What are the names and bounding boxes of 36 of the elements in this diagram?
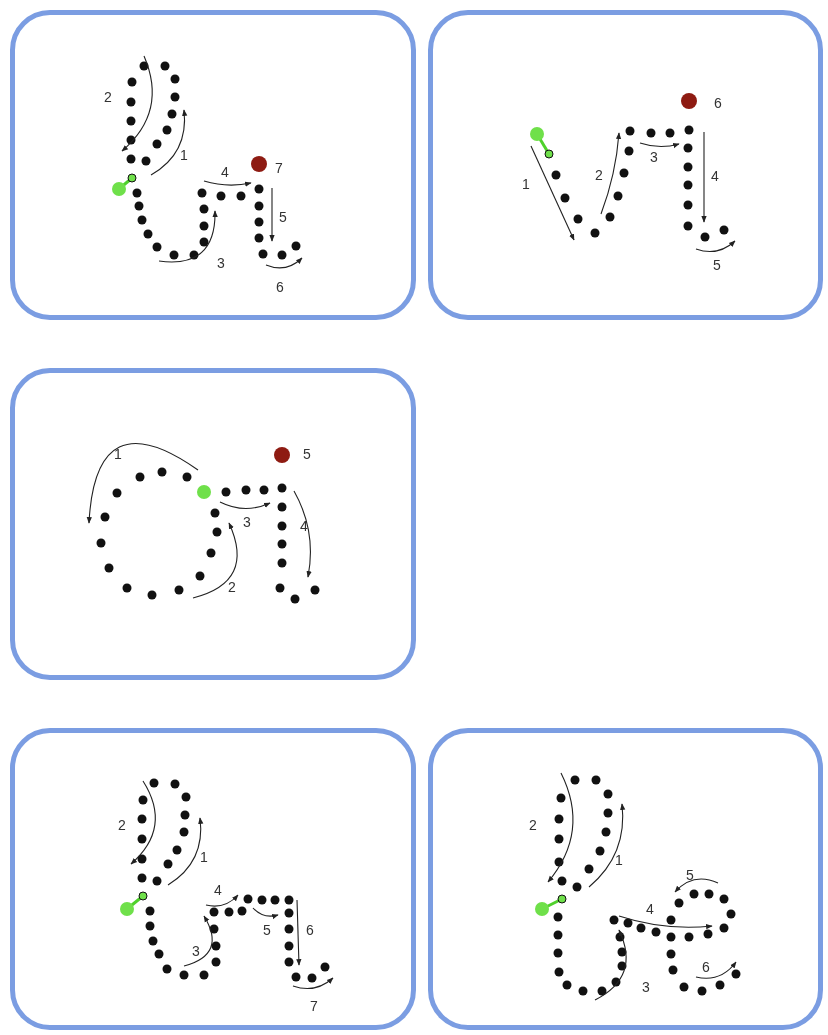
step-number: 7 (274, 160, 284, 176)
step-number: 3 (641, 979, 651, 995)
step-number: 1 (179, 147, 189, 163)
step-number: 5 (302, 446, 312, 462)
tracing-card (10, 728, 416, 1030)
step-number: 1 (113, 446, 123, 462)
step-number: 5 (685, 867, 695, 883)
step-number: 7 (309, 998, 319, 1014)
step-number: 3 (216, 255, 226, 271)
step-number: 2 (594, 167, 604, 183)
step-number: 2 (117, 817, 127, 833)
step-number: 6 (701, 959, 711, 975)
step-number: 3 (242, 514, 252, 530)
step-number: 6 (713, 95, 723, 111)
tracing-card (428, 10, 823, 320)
step-number: 1 (614, 852, 624, 868)
step-number: 6 (275, 279, 285, 295)
step-number: 2 (103, 89, 113, 105)
step-number: 4 (710, 168, 720, 184)
step-number: 3 (191, 943, 201, 959)
step-number: 2 (227, 579, 237, 595)
step-number: 3 (649, 149, 659, 165)
tracing-card (10, 368, 416, 680)
step-number: 6 (305, 922, 315, 938)
step-number: 4 (213, 882, 223, 898)
step-number: 1 (199, 849, 209, 865)
step-number: 5 (712, 257, 722, 273)
step-number: 4 (220, 164, 230, 180)
step-number: 4 (645, 901, 655, 917)
tracing-card (428, 728, 823, 1030)
step-number: 5 (262, 922, 272, 938)
tracing-card (10, 10, 416, 320)
step-number: 1 (521, 176, 531, 192)
step-number: 2 (528, 817, 538, 833)
step-number: 4 (299, 518, 309, 534)
step-number: 5 (278, 209, 288, 225)
